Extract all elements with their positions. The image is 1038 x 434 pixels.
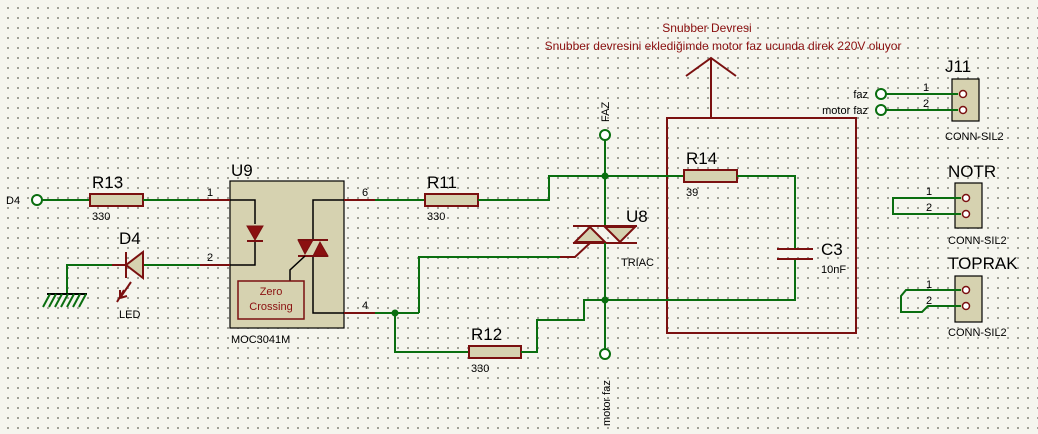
snubber-title: Snubber Devresi [662, 21, 751, 35]
toprak-part: CONN-SIL2 [948, 327, 1007, 339]
r14-resistor[interactable]: R14 39 [683, 149, 738, 199]
triac-icon[interactable] [572, 225, 638, 244]
u8-triac[interactable]: U8 TRIAC [560, 207, 654, 269]
r13-resistor[interactable]: R13 330 [89, 173, 144, 223]
j11-ref: J11 [945, 57, 971, 76]
wire-led-ground [66, 264, 112, 293]
toprak-connector[interactable]: TOPRAK 1 2 CONN-SIL2 [900, 254, 1018, 339]
notr-pin2-icon [961, 209, 971, 219]
u8-value: TRIAC [621, 257, 654, 269]
u9-ref: U9 [231, 161, 253, 180]
u9-triac-wire [312, 199, 344, 314]
d4-input-terminal[interactable]: D4 [6, 194, 43, 207]
faz-terminal-pin[interactable] [599, 129, 611, 141]
notr-pin2-number: 2 [926, 202, 932, 214]
toprak-pin2-number: 2 [926, 295, 932, 307]
u9-pin1-number: 1 [207, 187, 213, 199]
r13-ref: R13 [92, 173, 123, 192]
notr-ref: NOTR [948, 162, 996, 181]
d4-led[interactable]: D4 LED [112, 229, 200, 321]
ground-symbol [42, 293, 87, 308]
toprak-pin1-icon [961, 285, 971, 295]
r11-body[interactable] [424, 193, 479, 207]
notr-pin1-icon [961, 193, 971, 203]
wire-toprak-loop [900, 289, 961, 313]
d4-terminal-pin[interactable] [31, 194, 43, 206]
u9-led-wire [230, 199, 256, 266]
u9-triac-gate-wire [289, 255, 306, 281]
faz-terminal[interactable]: FAZ [599, 102, 612, 141]
notr-body[interactable] [954, 182, 983, 229]
u9-pin2-number: 2 [207, 252, 213, 264]
c3-ref: C3 [821, 240, 843, 259]
r13-value: 330 [92, 211, 110, 223]
r14-value: 39 [686, 187, 698, 199]
toprak-pin1-number: 1 [926, 279, 932, 291]
zero-crossing-box [237, 280, 305, 320]
j11-pin2-number: 2 [923, 98, 929, 110]
j11-part: CONN-SIL2 [945, 131, 1004, 143]
d4-ref: D4 [119, 229, 141, 248]
wire-r11-faz [478, 175, 605, 201]
motor-faz-terminal[interactable]: motor faz [599, 348, 613, 426]
wire-notr-loop [892, 197, 961, 215]
notr-connector[interactable]: NOTR 1 2 CONN-SIL2 [892, 162, 1007, 247]
snubber-annotation: Snubber Devresi Snubber devresini ekledi… [545, 21, 902, 334]
notr-part: CONN-SIL2 [948, 235, 1007, 247]
u9-led-icon [246, 225, 264, 242]
snubber-box [666, 117, 857, 334]
j11-pin2-icon [958, 105, 968, 115]
j11-connector[interactable]: J11 1 2 CONN-SIL2 faz motor faz [822, 57, 1004, 143]
d4-value: LED [119, 309, 140, 321]
u9-part: MOC3041M [231, 334, 290, 346]
j11-net2-pin[interactable] [875, 104, 887, 116]
r12-value: 330 [471, 363, 489, 375]
c3-value: 10nF [821, 264, 846, 276]
j11-pin1-number: 1 [923, 82, 929, 94]
d4-terminal-label: D4 [6, 195, 20, 207]
j11-net2-label: motor faz [822, 105, 868, 117]
r11-value: 330 [427, 211, 445, 223]
ground-hatch [42, 293, 87, 308]
j11-body[interactable] [951, 78, 980, 122]
r12-body[interactable] [468, 345, 522, 359]
u8-ref: U8 [626, 207, 648, 226]
wire-pin4-r12 [394, 313, 469, 353]
wire-triac-gate [418, 256, 560, 313]
motor-faz-terminal-pin[interactable] [599, 348, 611, 360]
r11-resistor[interactable]: R11 330 [424, 173, 479, 223]
r12-ref: R12 [471, 325, 502, 344]
j11-net1-label: faz [853, 89, 868, 101]
led-icon[interactable] [124, 249, 144, 281]
toprak-body[interactable] [954, 275, 983, 323]
zero-crossing-line1: Zero [260, 286, 283, 298]
zero-crossing-line2: Crossing [249, 301, 292, 313]
r12-resistor[interactable]: R12 330 [468, 325, 522, 375]
wire-r12-motor [521, 299, 605, 353]
toprak-pin2-icon [961, 301, 971, 311]
toprak-ref: TOPRAK [948, 254, 1018, 273]
u9-optocoupler[interactable]: U9 MOC3041M 1 2 6 4 Zero Crossing [200, 161, 375, 346]
r11-ref: R11 [427, 173, 457, 192]
j11-pin1-icon [958, 89, 968, 99]
c3-capacitor[interactable]: C3 10nF [777, 240, 846, 276]
notr-pin1-number: 1 [926, 186, 932, 198]
r13-body[interactable] [89, 193, 144, 207]
snubber-note: Snubber devresini eklediğimde motor faz … [545, 39, 902, 53]
u9-pin4-number: 4 [362, 300, 368, 312]
motor-faz-terminal-label: motor faz [601, 380, 613, 426]
arrow-up-icon [685, 56, 737, 118]
triac-gate-lead [560, 242, 591, 258]
r14-body[interactable] [683, 169, 738, 183]
j11-net1-pin[interactable] [875, 88, 887, 100]
led-emission-icon [116, 281, 132, 303]
wire-r14-c3 [737, 175, 796, 248]
wire-c3-motor [605, 260, 796, 301]
u9-pin6-number: 6 [362, 187, 368, 199]
r14-ref: R14 [686, 149, 717, 168]
faz-terminal-label: FAZ [600, 102, 612, 122]
